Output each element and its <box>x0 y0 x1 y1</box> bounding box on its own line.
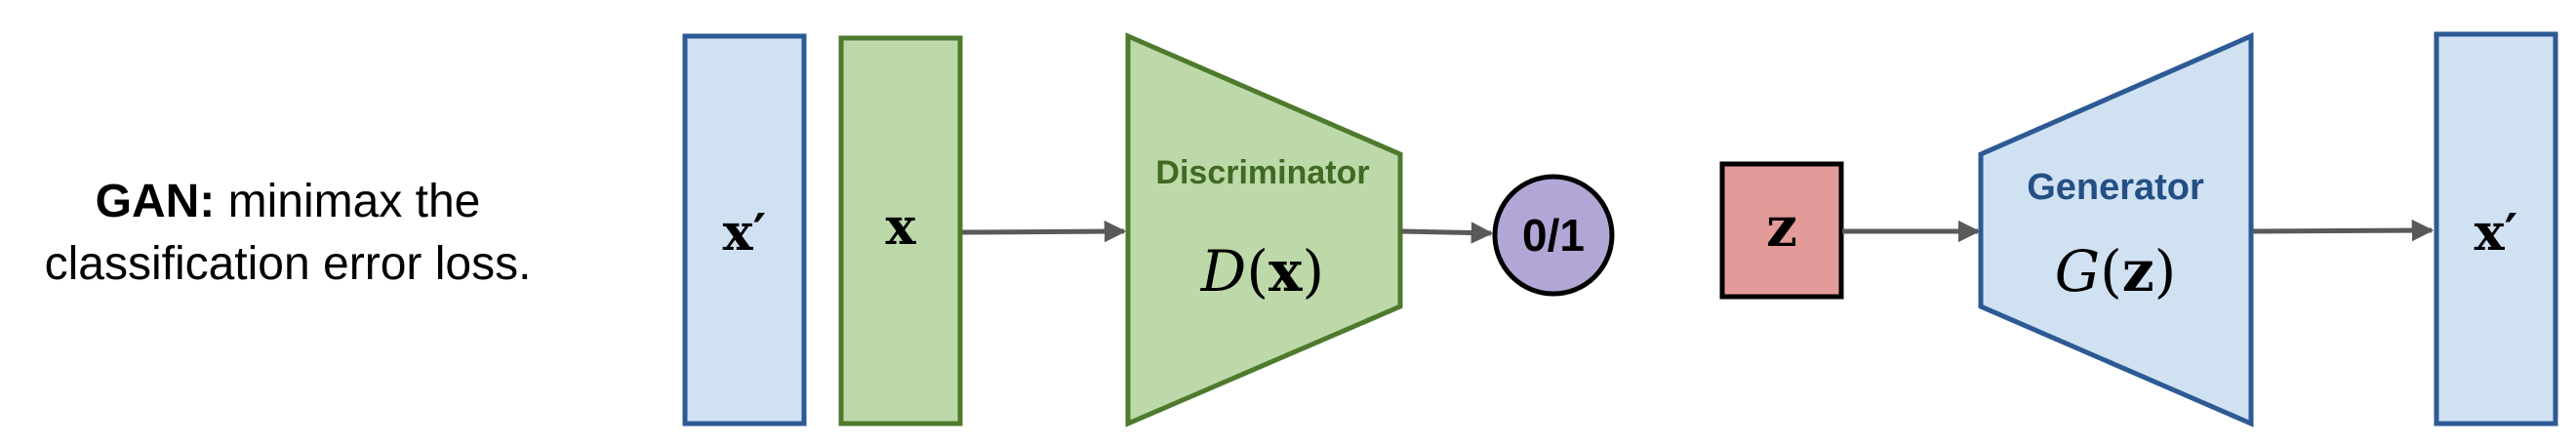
x-prime-left-block <box>682 33 807 427</box>
discriminator-formula-open: ( <box>1246 238 1268 305</box>
arrow-x-to-discriminator <box>961 220 1127 243</box>
caption-line-1: GAN: minimax the <box>0 171 576 233</box>
x-real-label: x <box>885 197 916 257</box>
arrow-generator-to-x-prime <box>2252 219 2435 242</box>
discriminator-shape <box>1125 32 1403 427</box>
generator-formula: G(z) <box>2055 238 2177 305</box>
caption-bold: GAN: <box>95 176 216 227</box>
caption-line-2: classification error loss. <box>44 238 532 290</box>
generator-shape <box>1978 32 2254 427</box>
generator-formula-fn: G <box>2055 238 2100 305</box>
discriminator-formula-close: ) <box>1303 238 1325 305</box>
discriminator-formula-var: x <box>1268 238 1303 305</box>
generator-formula-open: ( <box>2100 238 2122 305</box>
generator-formula-close: ) <box>2154 238 2177 305</box>
x-prime-right-label: x′ <box>2475 203 2518 263</box>
output-label: 0/1 <box>1522 210 1585 261</box>
discriminator-title: Discriminator <box>1155 154 1369 191</box>
z-noise-label: z <box>1766 195 1797 260</box>
caption-line-1-rest: minimax the <box>215 176 481 227</box>
generator-title: Generator <box>2027 167 2204 208</box>
z-noise-block <box>1719 161 1844 300</box>
generator-formula-var: z <box>2122 238 2154 305</box>
discriminator-formula-fn: D <box>1200 238 1247 305</box>
caption: GAN: minimax the classification error lo… <box>0 171 576 296</box>
x-prime-right-block <box>2434 31 2558 427</box>
x-prime-left-label: x′ <box>723 203 767 263</box>
x-real-block <box>838 35 963 427</box>
discriminator-formula: D(x) <box>1200 238 1324 305</box>
arrow-discriminator-to-output <box>1400 222 1494 244</box>
output-circle <box>1492 174 1615 297</box>
